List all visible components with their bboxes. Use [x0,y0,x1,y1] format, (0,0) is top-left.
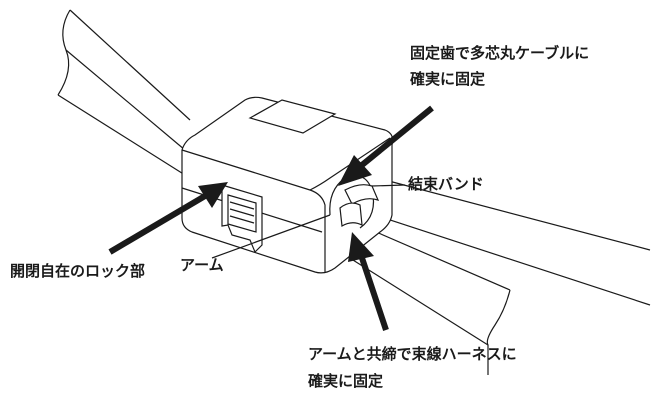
label-harness-line1: アームと共締で束線ハーネスに [308,345,517,363]
label-harness-line2: 確実に固定 [308,372,384,390]
arrow-harness [348,232,389,331]
lock-part [221,184,263,254]
arrow-fixed-teeth [338,105,434,186]
multicore-cable-left [57,9,191,176]
label-fixed-teeth-line2: 確実に固定 [410,70,486,88]
label-lock: 開閉自在のロック部 [10,262,146,280]
cable-tie [339,184,406,227]
label-cable-tie: 結束バンド [408,175,484,193]
label-fixed-teeth-line1: 固定歯で多芯丸ケーブルに [410,44,590,62]
label-arm: アーム [180,256,224,274]
arrow-lock [108,182,228,255]
arm-leader-line [211,214,331,259]
label-harness: アームと共締で束線ハーネスに 確実に固定 [308,343,517,392]
label-fixed-teeth: 固定歯で多芯丸ケーブルに 確実に固定 [410,42,589,90]
multicore-cable-right [374,179,651,306]
